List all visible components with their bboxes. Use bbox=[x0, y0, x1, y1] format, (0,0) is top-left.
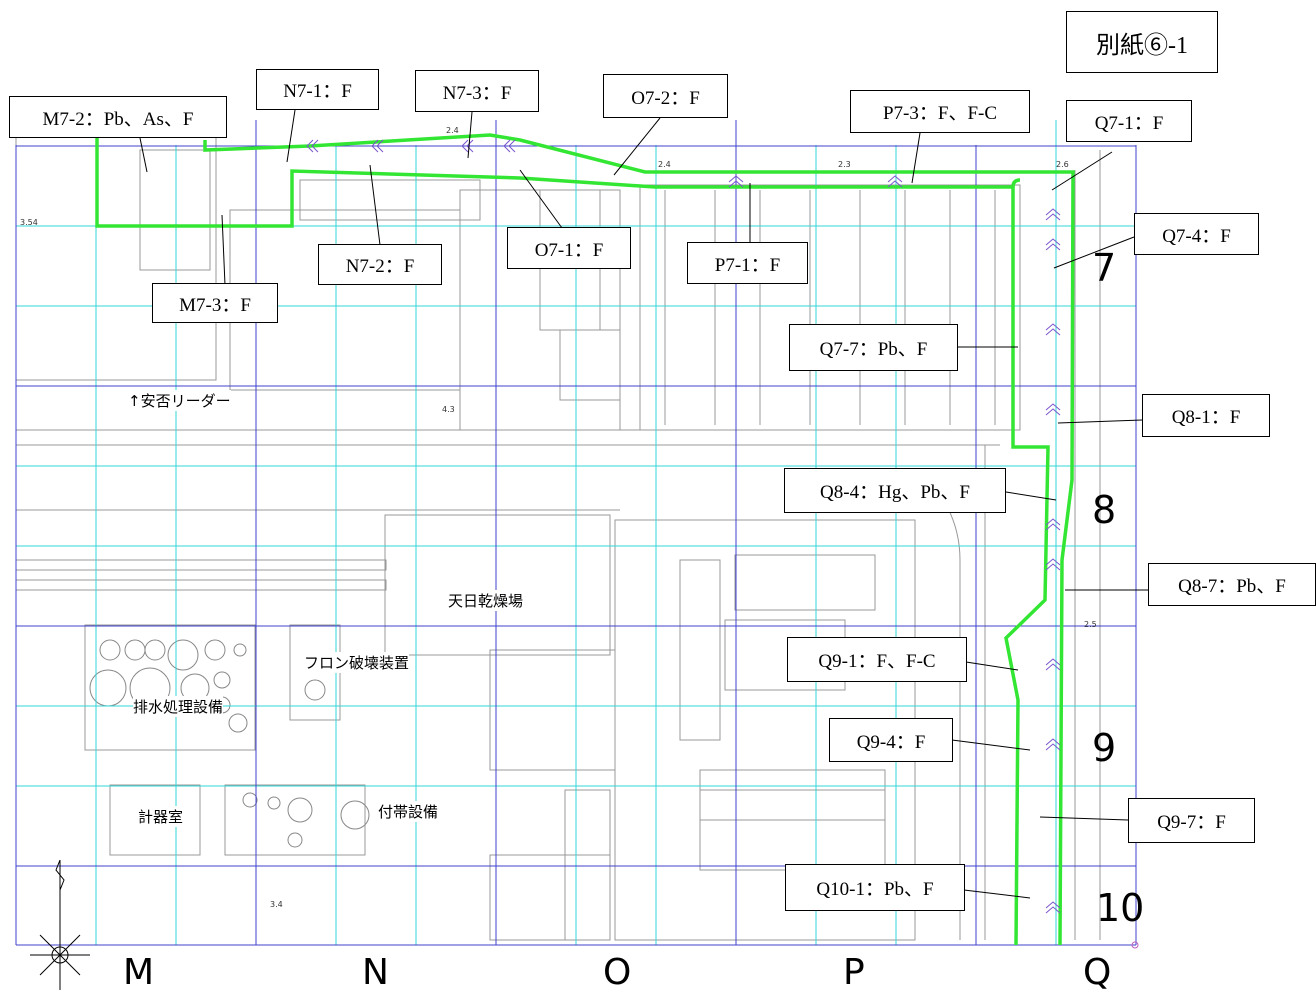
sample-label-m7-2: M7-2：Pb、As、F bbox=[9, 96, 227, 138]
sample-label-q9-1: Q9-1：F、F-C bbox=[787, 637, 967, 682]
column-label-m: M bbox=[123, 952, 155, 993]
row-label-9: 9 bbox=[1092, 726, 1117, 770]
freon-destroyer-label: フロン破壊装置 bbox=[304, 652, 410, 673]
instrument-room-label: 計器室 bbox=[138, 806, 184, 827]
row-label-7: 7 bbox=[1092, 246, 1117, 290]
sample-label-q8-1: Q8-1：F bbox=[1142, 394, 1270, 437]
sample-label-n7-1: N7-1：F bbox=[256, 69, 379, 110]
leader-lines bbox=[139, 109, 1148, 899]
sample-label-o7-2: O7-2：F bbox=[603, 74, 728, 118]
drainage-facility-label: 排水処理設備 bbox=[133, 696, 224, 717]
elevation-6: 4.3 bbox=[442, 405, 455, 414]
elevation-5: 3.54 bbox=[20, 218, 38, 227]
row-label-8: 8 bbox=[1092, 488, 1117, 532]
arrow-marks bbox=[306, 139, 1061, 914]
anpi-reader-label: ↑安否リーダー bbox=[128, 390, 231, 411]
elevation-3: 2.3 bbox=[838, 160, 851, 169]
document-title: 別紙⑥-1 bbox=[1066, 11, 1218, 73]
survey-route bbox=[95, 133, 1075, 946]
sample-label-m7-3: M7-3：F bbox=[152, 283, 278, 323]
sample-label-n7-2: N7-2：F bbox=[318, 244, 442, 285]
elevation-1: 2.4 bbox=[446, 126, 459, 135]
row-label-10: 10 bbox=[1096, 886, 1145, 930]
elevation-7: 2.5 bbox=[1084, 620, 1097, 629]
sample-label-q7-7: Q7-7：Pb、F bbox=[789, 324, 958, 371]
sample-label-q8-7: Q8-7：Pb、F bbox=[1148, 563, 1316, 606]
sample-label-n7-3: N7-3：F bbox=[415, 70, 539, 112]
drying-yard-label: 天日乾燥場 bbox=[448, 590, 524, 611]
auxiliary-facility-label: 付帯設備 bbox=[378, 801, 439, 822]
sample-label-q9-7: Q9-7：F bbox=[1128, 798, 1255, 843]
elevation-4: 2.6 bbox=[1056, 160, 1069, 169]
sample-label-q8-4: Q8-4：Hg、Pb、F bbox=[784, 468, 1006, 513]
tank-circles bbox=[89, 639, 370, 848]
elevation-8: 3.4 bbox=[270, 900, 283, 909]
column-label-n: N bbox=[362, 952, 389, 993]
corner-marker bbox=[1131, 941, 1139, 949]
sample-label-q10-1: Q10-1：Pb、F bbox=[785, 864, 965, 911]
column-label-q: Q bbox=[1083, 952, 1112, 993]
sample-label-p7-3: P7-3：F、F-C bbox=[850, 90, 1030, 133]
sample-label-p7-1: P7-1：F bbox=[687, 242, 808, 284]
elevation-2: 2.4 bbox=[658, 160, 671, 169]
sample-label-q7-4: Q7-4：F bbox=[1134, 213, 1259, 255]
sample-label-o7-1: O7-1：F bbox=[507, 227, 631, 269]
major-grid bbox=[15, 120, 1137, 946]
north-arrow-icon bbox=[30, 859, 90, 990]
sample-label-q7-1: Q7-1：F bbox=[1066, 100, 1192, 142]
column-label-p: P bbox=[843, 952, 865, 993]
sample-label-q9-4: Q9-4：F bbox=[829, 718, 953, 762]
column-label-o: O bbox=[603, 952, 632, 993]
